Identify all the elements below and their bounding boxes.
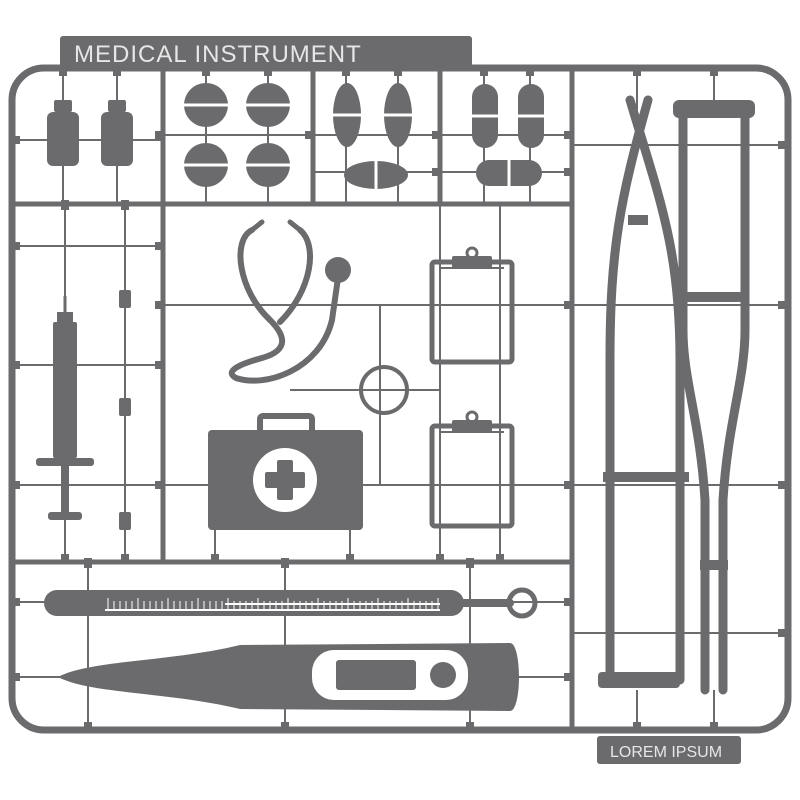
round-pill-icon	[246, 143, 290, 187]
round-pill-icon	[184, 83, 228, 127]
first-aid-kit-icon	[208, 413, 363, 530]
oval-pill-icon	[333, 83, 361, 147]
clipboard-icon	[429, 246, 515, 365]
digital-thermometer-icon	[58, 643, 519, 711]
capsule-icon	[476, 160, 542, 186]
capsule-icon	[518, 84, 544, 148]
syringe-icon	[36, 296, 94, 520]
vial-icon	[101, 100, 133, 166]
title-label: MEDICAL INSTRUMENT	[74, 41, 362, 68]
capsule-icon	[472, 84, 498, 148]
stethoscope-icon	[228, 219, 351, 384]
vial-icon	[47, 100, 79, 166]
gate-nubs	[10, 66, 788, 732]
oval-pill-icon	[344, 161, 408, 189]
ring-connector	[359, 365, 409, 415]
mercury-thermometer-icon	[44, 587, 538, 619]
crutch-icon	[673, 100, 755, 695]
oval-pill-icon	[384, 83, 412, 147]
footer-tab: LOREM IPSUM	[597, 736, 741, 764]
clipboard-icon	[429, 410, 515, 529]
sprue-runners	[12, 68, 575, 730]
crutch-icon	[598, 95, 689, 688]
footer-label: LOREM IPSUM	[610, 744, 722, 761]
round-pill-icon	[184, 143, 228, 187]
thermometer-scale	[107, 598, 439, 610]
ampoule-icon	[119, 290, 131, 530]
title-tab: MEDICAL INSTRUMENT	[60, 36, 472, 70]
round-pill-icon	[246, 83, 290, 127]
